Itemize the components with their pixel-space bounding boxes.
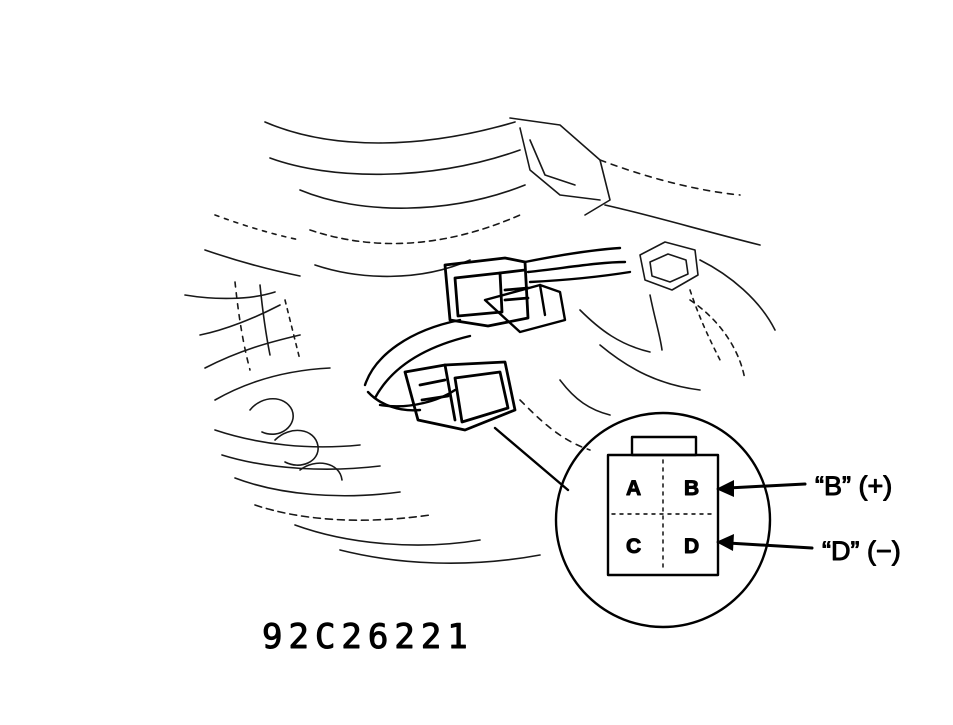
pin-label-b: B [684, 477, 699, 500]
engine-background-sketch [184, 117, 776, 564]
upper-connector-drawing [443, 256, 530, 328]
callout-arrow-d [716, 534, 814, 551]
connector-latch [630, 435, 698, 457]
figure-code: 92C26221 [262, 617, 474, 657]
callout-label-d: “D” (−) [822, 536, 901, 566]
pin-label-d: D [684, 535, 699, 558]
callout-arrow-b [716, 480, 807, 497]
pin-label-a: A [626, 477, 641, 500]
connector-body [606, 453, 720, 577]
magnifier-circle [554, 411, 772, 629]
callout-label-b: “B” (+) [815, 471, 892, 501]
pin-label-c: C [626, 535, 641, 558]
magnifier-leader-line [493, 426, 570, 492]
lower-connector-drawing [403, 360, 517, 432]
connector-face [606, 435, 720, 577]
